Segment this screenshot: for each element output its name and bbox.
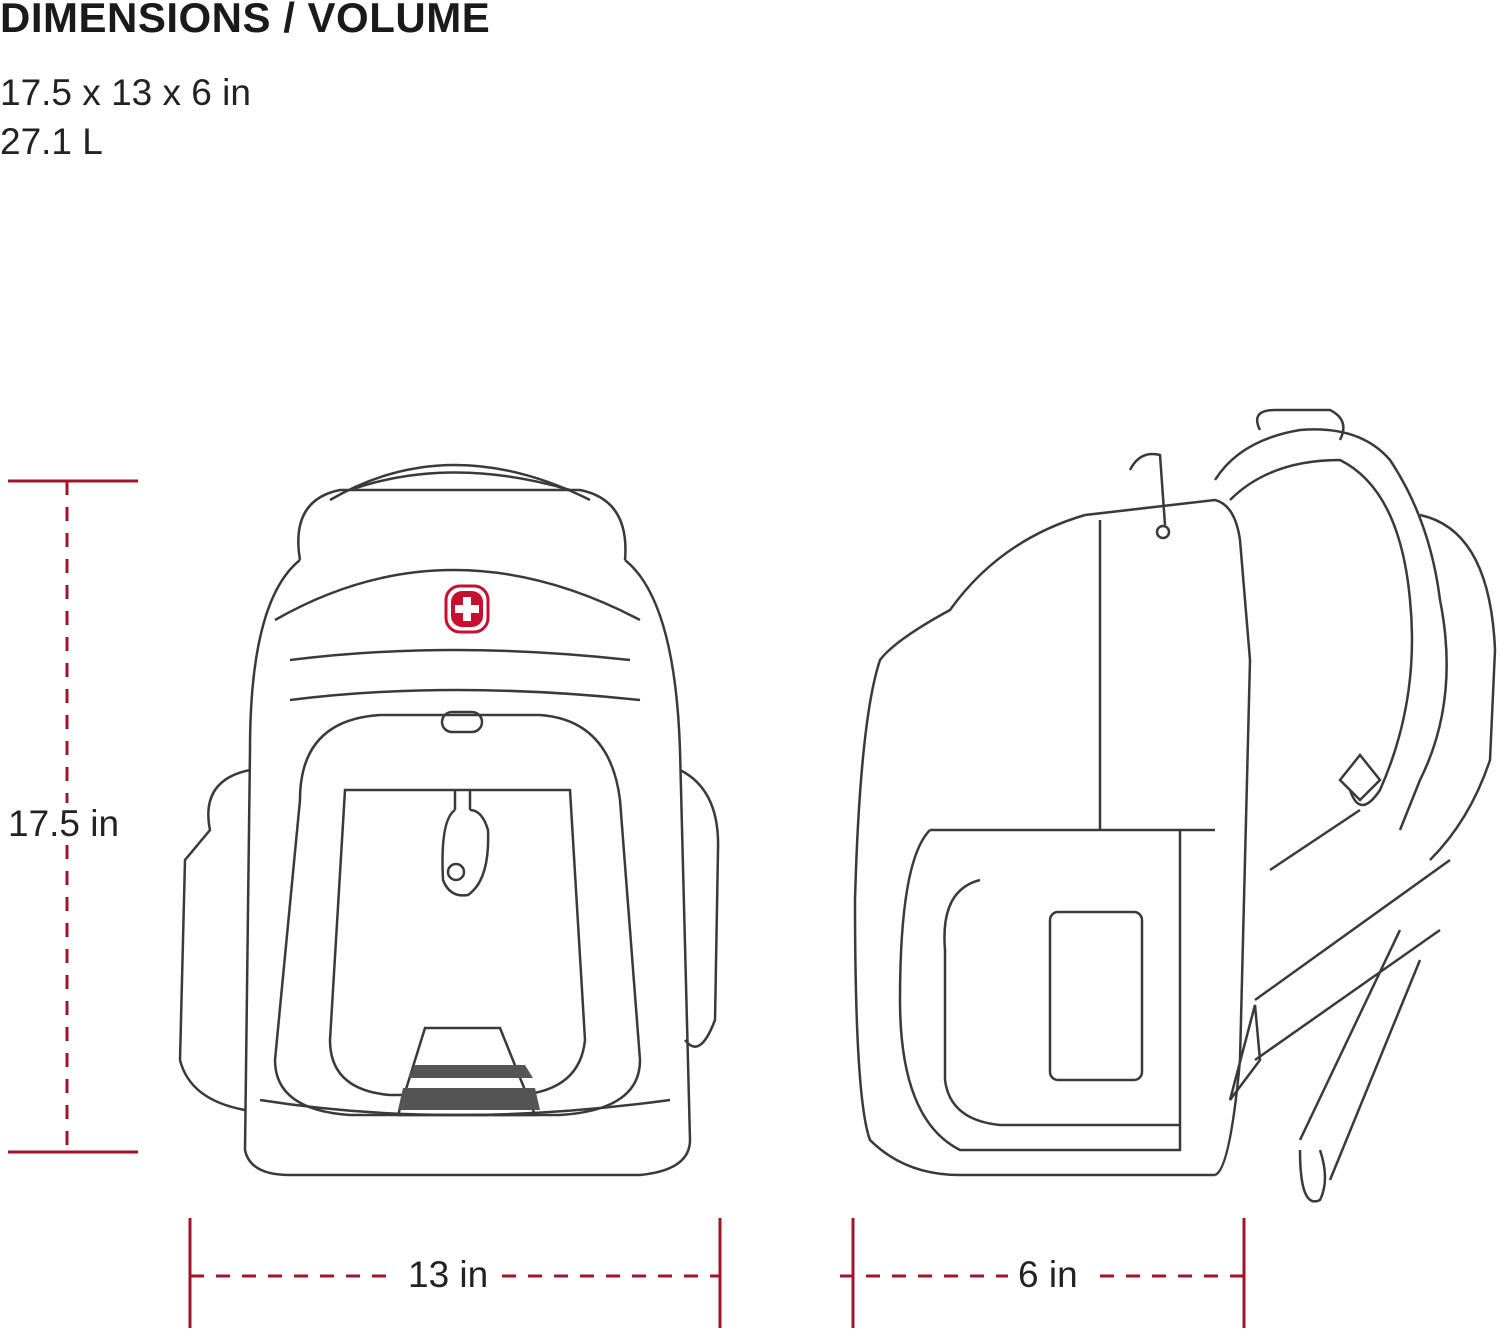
page-title: DIMENSIONS / VOLUME bbox=[0, 0, 491, 41]
height-label: 17.5 in bbox=[0, 803, 130, 845]
backpack-side-view bbox=[853, 408, 1497, 1203]
height-dimension-line bbox=[8, 479, 138, 1154]
width-label: 13 in bbox=[398, 1254, 499, 1296]
stripe-reflectors bbox=[398, 1065, 540, 1110]
dimensions-text: 17.5 x 13 x 6 in bbox=[0, 72, 251, 113]
depth-label: 6 in bbox=[1008, 1254, 1088, 1296]
swiss-cross-logo-icon bbox=[444, 584, 490, 634]
volume-text: 27.1 L bbox=[0, 121, 103, 162]
